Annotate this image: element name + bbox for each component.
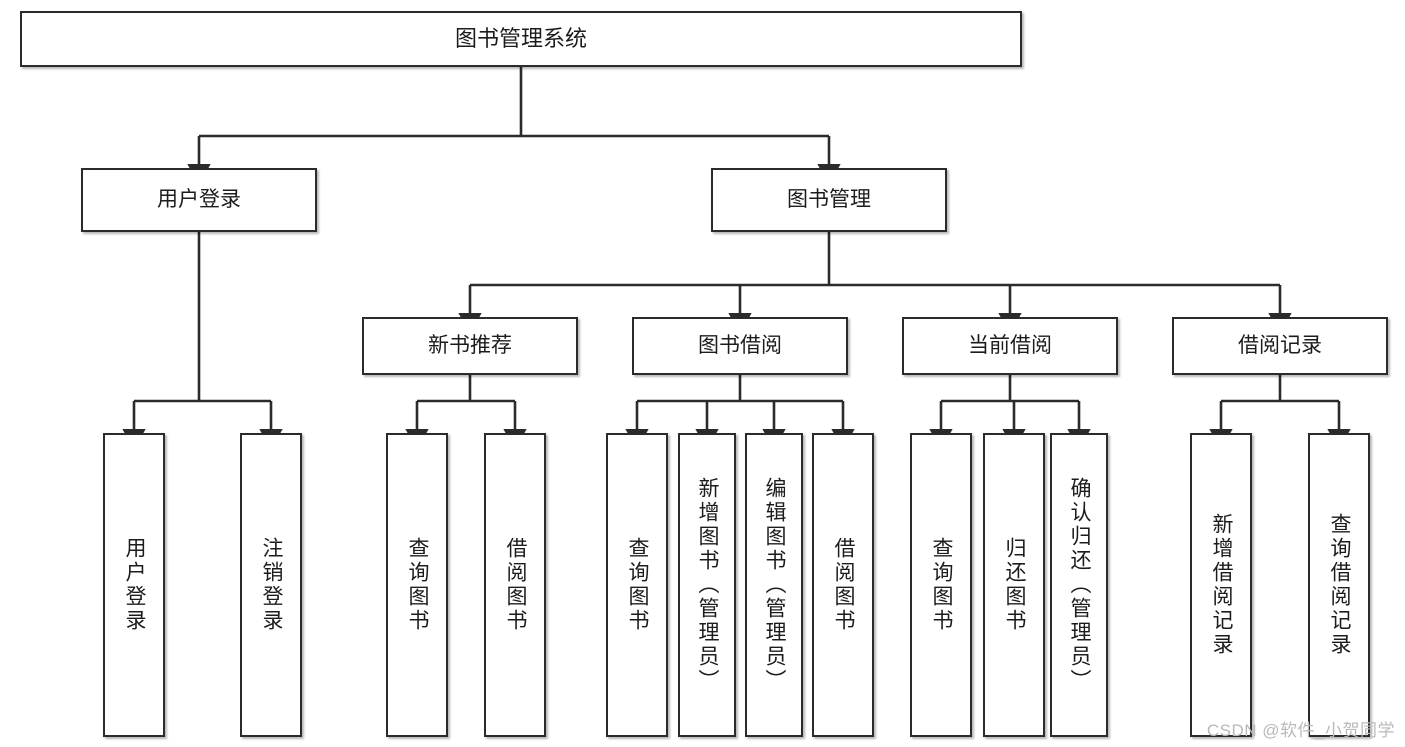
node-label-new-book-recommend: 新书推荐 bbox=[428, 334, 512, 358]
node-leaf-add-book-admin[interactable]: 新增图书（管理员） bbox=[678, 433, 736, 737]
node-label-leaf-confirm-return-admin: 确认归还（管理员） bbox=[1068, 477, 1092, 693]
node-book-borrow[interactable]: 图书借阅 bbox=[632, 317, 848, 375]
node-current-borrow[interactable]: 当前借阅 bbox=[902, 317, 1118, 375]
node-label-leaf-query-book-3: 查询图书 bbox=[930, 537, 954, 633]
node-leaf-query-book-2[interactable]: 查询图书 bbox=[606, 433, 668, 737]
node-label-book-borrow: 图书借阅 bbox=[698, 334, 782, 358]
node-label-leaf-query-book-1: 查询图书 bbox=[406, 537, 430, 633]
watermark-text: CSDN @软件_小贺同学 bbox=[1206, 721, 1395, 740]
node-book-manage[interactable]: 图书管理 bbox=[711, 168, 947, 232]
node-label-leaf-add-book-admin: 新增图书（管理员） bbox=[696, 477, 720, 693]
node-leaf-query-book-1[interactable]: 查询图书 bbox=[386, 433, 448, 737]
node-borrow-record[interactable]: 借阅记录 bbox=[1172, 317, 1388, 375]
node-label-borrow-record: 借阅记录 bbox=[1238, 334, 1322, 358]
node-label-leaf-borrow-book-2: 借阅图书 bbox=[832, 537, 856, 633]
node-label-leaf-return-book: 归还图书 bbox=[1003, 537, 1027, 633]
node-root[interactable]: 图书管理系统 bbox=[20, 11, 1022, 67]
node-label-leaf-add-borrow-record: 新增借阅记录 bbox=[1210, 513, 1234, 657]
node-leaf-query-book-3[interactable]: 查询图书 bbox=[910, 433, 972, 737]
node-leaf-add-borrow-record[interactable]: 新增借阅记录 bbox=[1190, 433, 1252, 737]
node-leaf-user-logout[interactable]: 注销登录 bbox=[240, 433, 302, 737]
node-label-leaf-edit-book-admin: 编辑图书（管理员） bbox=[763, 477, 787, 693]
node-leaf-edit-book-admin[interactable]: 编辑图书（管理员） bbox=[745, 433, 803, 737]
node-leaf-user-login[interactable]: 用户登录 bbox=[103, 433, 165, 737]
node-label-leaf-user-login: 用户登录 bbox=[123, 537, 147, 633]
node-user-login[interactable]: 用户登录 bbox=[81, 168, 317, 232]
node-leaf-return-book[interactable]: 归还图书 bbox=[983, 433, 1045, 737]
node-label-leaf-user-logout: 注销登录 bbox=[260, 537, 284, 633]
node-label-current-borrow: 当前借阅 bbox=[968, 334, 1052, 358]
node-leaf-confirm-return-admin[interactable]: 确认归还（管理员） bbox=[1050, 433, 1108, 737]
node-leaf-borrow-book-2[interactable]: 借阅图书 bbox=[812, 433, 874, 737]
node-leaf-query-borrow-record[interactable]: 查询借阅记录 bbox=[1308, 433, 1370, 737]
node-label-book-manage: 图书管理 bbox=[787, 188, 871, 212]
node-label-root: 图书管理系统 bbox=[454, 25, 587, 51]
node-leaf-borrow-book-1[interactable]: 借阅图书 bbox=[484, 433, 546, 737]
node-label-leaf-query-borrow-record: 查询借阅记录 bbox=[1328, 513, 1352, 657]
node-new-book-recommend[interactable]: 新书推荐 bbox=[362, 317, 578, 375]
node-label-user-login: 用户登录 bbox=[157, 188, 241, 212]
node-label-leaf-borrow-book-1: 借阅图书 bbox=[504, 537, 528, 633]
node-label-leaf-query-book-2: 查询图书 bbox=[626, 537, 650, 633]
